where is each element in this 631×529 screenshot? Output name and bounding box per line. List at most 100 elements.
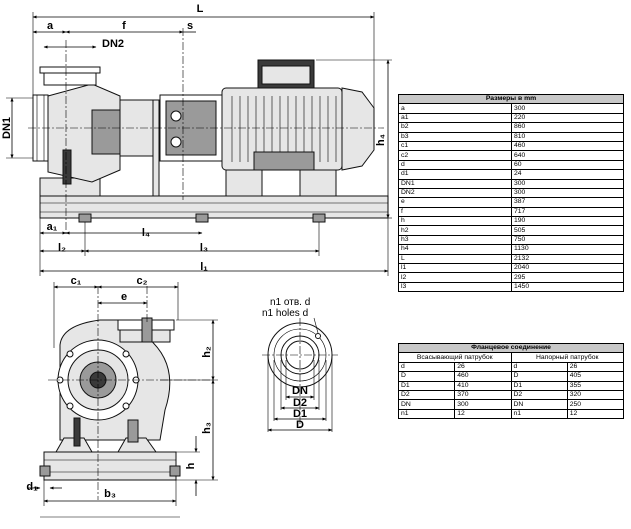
size-key: c1: [398, 140, 512, 152]
flange-value: 250: [566, 399, 625, 410]
n1-holes-ru-label: n1 отв. d: [270, 297, 310, 308]
size-key: L: [398, 253, 512, 265]
dim-D-label: D: [296, 419, 304, 431]
flange-key: D: [510, 371, 568, 382]
flange-key: D1: [397, 380, 456, 391]
size-value: 2040: [511, 263, 624, 274]
flange-value: 370: [454, 389, 512, 401]
flange-value: 300: [454, 399, 512, 410]
size-key: DN1: [398, 178, 512, 189]
size-key: h3: [398, 234, 512, 246]
size-value: 640: [511, 150, 624, 161]
front-view: c₁ c₂ e h₂ h₃ h d₁ b₃: [26, 275, 218, 518]
dim-DN1-label: DN1: [1, 117, 13, 139]
flange-value: 405: [566, 371, 625, 382]
size-key: h2: [398, 225, 512, 236]
dim-l4-label: l₄: [142, 227, 150, 239]
flange-value: 355: [566, 380, 625, 391]
size-key: l1: [398, 263, 512, 274]
size-key: h: [398, 216, 512, 227]
dim-d1-label: d₁: [26, 481, 38, 493]
flange-table-title: Фланцевое соединение: [398, 342, 624, 354]
size-value: 460: [511, 140, 624, 152]
flange-key: n1: [510, 408, 568, 420]
terminal-box-cover: [261, 65, 311, 85]
size-key: l3: [398, 281, 512, 293]
flange-value: 12: [454, 408, 512, 420]
size-key: a1: [398, 112, 512, 124]
size-key: l2: [398, 272, 512, 283]
size-key: DN2: [398, 187, 512, 199]
flange-value: 460: [454, 371, 512, 382]
size-value: 300: [511, 187, 624, 199]
flange-value: 410: [454, 380, 512, 391]
size-key: b2: [398, 122, 512, 133]
foot-bolt: [312, 213, 326, 223]
size-key: b3: [398, 131, 512, 142]
size-key: c2: [398, 150, 512, 161]
flange-key: D: [397, 371, 456, 382]
size-value: 24: [511, 169, 624, 180]
motor-frame-base: [253, 151, 315, 171]
flange-table: Фланцевое соединение Всасывающий патрубо…: [397, 342, 625, 420]
dim-h2-label: h₂: [201, 346, 213, 358]
discharge-header: Напорный патрубок: [510, 352, 624, 363]
size-key: d1: [398, 169, 512, 180]
size-value: 860: [511, 122, 624, 133]
dim-l3-label: l₃: [200, 242, 208, 254]
base-frame: [39, 195, 389, 219]
foot-bolt: [169, 465, 181, 477]
size-value: 717: [511, 206, 624, 218]
coupling-support: [152, 99, 160, 197]
flange-detail: n1 отв. d n1 holes d DN D2 D1 D: [262, 297, 338, 432]
dim-h4-label: h₄: [375, 134, 387, 146]
coupling-bolt: [170, 136, 182, 148]
dim-b3-label: b₃: [104, 488, 116, 500]
flange-key: D2: [510, 389, 568, 401]
dim-e-label: e: [121, 291, 127, 303]
dim-D1-label: D1: [293, 408, 307, 420]
flange-value: 12: [566, 408, 625, 420]
motor-fan-cover: [341, 87, 375, 171]
foot-bolt: [195, 213, 209, 223]
dim-DN-label: DN: [292, 385, 308, 397]
foot-bolt: [39, 465, 51, 477]
size-value: 505: [511, 225, 624, 236]
n1-holes-en-label: n1 holes d: [262, 308, 308, 319]
size-key: a: [398, 103, 512, 114]
flange-key: DN: [397, 399, 456, 410]
dim-D2-label: D2: [293, 397, 307, 409]
size-value: 190: [511, 216, 624, 227]
size-key: f: [398, 206, 512, 218]
flange-value: 320: [566, 389, 625, 401]
dim-a1-label: a₁: [47, 221, 58, 233]
dim-f-label: f: [122, 20, 126, 32]
front-base: [43, 451, 177, 481]
dim-c1-label: c₁: [71, 275, 82, 287]
side-view: L a f s DN2 DN1 h₄ a₁ l₄ l₂: [1, 3, 392, 276]
front-drain-pipe: [73, 417, 81, 447]
